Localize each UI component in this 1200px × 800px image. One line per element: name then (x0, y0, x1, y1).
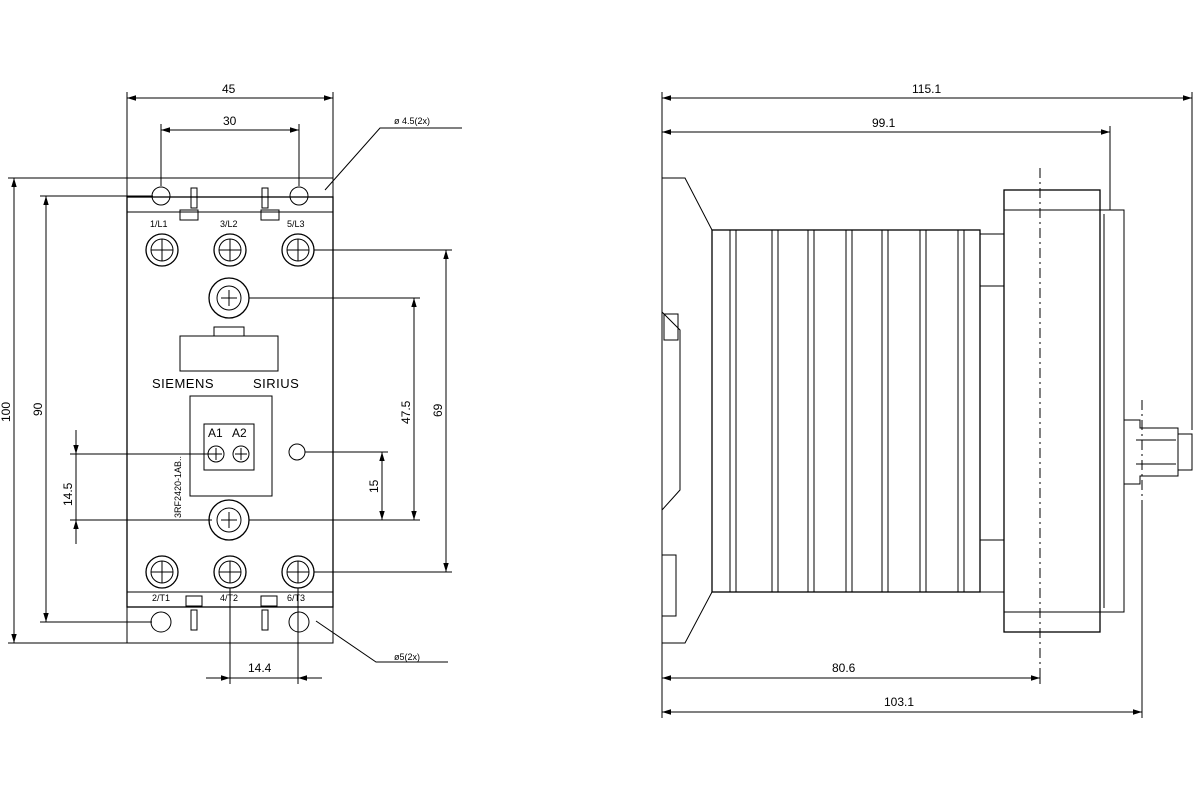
dim-47-5: 47.5 (399, 400, 413, 424)
label-6T3: 6/T3 (287, 593, 305, 603)
dim-99-1: 99.1 (872, 116, 896, 130)
dim-80-6: 80.6 (832, 661, 856, 675)
terminal-screw-3L2 (213, 233, 247, 267)
mount-hole-bottom-left (150, 611, 172, 633)
dim-45: 45 (222, 82, 236, 96)
part-number: 3RF2420-1AB.. (173, 456, 183, 518)
dim-14-4: 14.4 (248, 661, 272, 675)
led-indicator (288, 443, 306, 461)
terminal-screw-5L3 (281, 233, 315, 267)
label-3L2: 3/L2 (220, 219, 238, 229)
a1-label: A1 (208, 426, 223, 440)
dim-103-1: 103.1 (884, 695, 914, 709)
dim-115-1: 115.1 (912, 82, 941, 96)
terminal-screw-1L1 (145, 233, 179, 267)
note-hole-bottom: ø5(2x) (394, 652, 420, 662)
leader-hole-bottom (315, 620, 448, 663)
brand-label: SIEMENS (152, 376, 214, 391)
dim-69: 69 (431, 403, 445, 417)
label-4T2: 4/T2 (220, 593, 238, 603)
terminal-screw-2T1 (145, 555, 179, 589)
front-cover (1099, 209, 1125, 613)
note-hole-top: ø 4.5(2x) (394, 116, 430, 126)
mount-hole-bottom-right (288, 611, 310, 633)
dim-90: 90 (31, 402, 45, 416)
mount-hole-top-left (151, 186, 171, 206)
label-2T1: 2/T1 (152, 593, 170, 603)
dim-100: 100 (0, 402, 13, 422)
product-label: SIRIUS (253, 376, 299, 391)
label-1L1: 1/L1 (150, 219, 168, 229)
label-5L3: 5/L3 (287, 219, 305, 229)
top-flange (126, 177, 334, 197)
bottom-adjust-screw (208, 499, 250, 541)
control-terminal-block (189, 395, 273, 497)
housing (1003, 189, 1101, 633)
a2-label: A2 (232, 426, 247, 440)
dim-15: 15 (367, 479, 381, 493)
terminal-screw-6T3 (281, 555, 315, 589)
din-rail-clip (661, 177, 713, 644)
a2-screw (232, 445, 250, 463)
front-view: SIEMENS SIRIUS A1 A2 3RF2420-1AB.. (0, 82, 462, 684)
side-view: 115.1 99.1 80.6 103.1 (661, 82, 1193, 718)
terminal-screw-4T2 (213, 555, 247, 589)
mount-hole-top-right (289, 186, 309, 206)
dim-14-5: 14.5 (61, 482, 75, 506)
control-plug (1123, 419, 1179, 485)
leader-hole-top (324, 127, 462, 191)
top-adjust-screw (208, 277, 250, 319)
label-plate (179, 335, 279, 372)
dim-30: 30 (223, 114, 237, 128)
